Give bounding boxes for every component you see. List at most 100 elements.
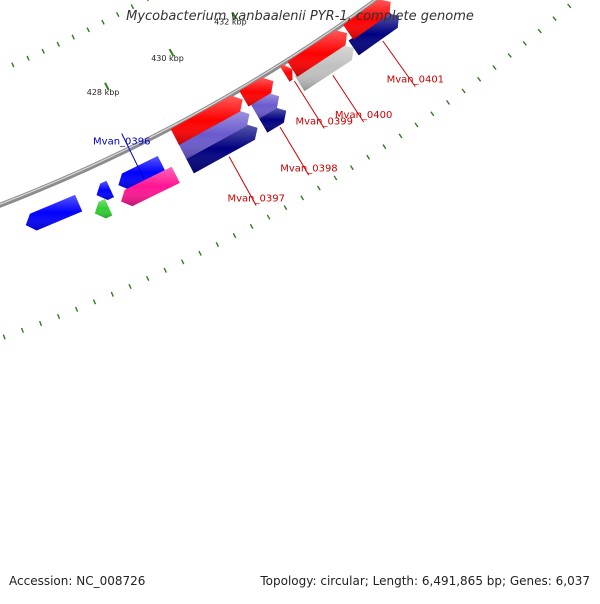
gene-feature[interactable] xyxy=(279,64,293,82)
scale-tick xyxy=(168,48,175,57)
gene-label: Mvan_0400 xyxy=(335,110,392,121)
gene-feature[interactable] xyxy=(287,30,348,77)
ring-tick xyxy=(163,267,167,273)
gene-shading xyxy=(294,45,354,92)
ring-tick xyxy=(414,122,419,128)
ring-tick xyxy=(110,291,114,297)
ring-tick xyxy=(552,16,557,21)
ring-tick xyxy=(398,133,403,139)
scale-label: 428 kbp xyxy=(87,88,120,97)
ring-tick xyxy=(300,195,305,201)
gene-callout[interactable]: Mvan_0397 xyxy=(227,156,285,206)
ring-tick xyxy=(430,111,435,117)
ring-tick xyxy=(283,205,288,211)
gene-feature[interactable] xyxy=(96,180,114,200)
gene-callout[interactable]: Mvan_0401 xyxy=(382,40,444,87)
scale-tick xyxy=(231,11,238,20)
ring-tick xyxy=(92,299,97,305)
gene-label: Mvan_0401 xyxy=(387,75,444,86)
ring-tick xyxy=(115,11,120,18)
ring-tick xyxy=(198,250,202,256)
gene-callout[interactable]: Mvan_0400 xyxy=(332,74,393,123)
gene-shading xyxy=(118,155,166,190)
map-title: Mycobacterium vanbaalenii PYR-1, complet… xyxy=(126,9,474,24)
callout-line xyxy=(121,133,145,179)
ring-tick xyxy=(41,48,45,54)
scale-label: 430 kbp xyxy=(151,54,184,63)
ring-tick xyxy=(477,76,482,82)
genome-summary: Topology: circular; Length: 6,491,865 bp… xyxy=(260,574,590,588)
gene-label: Mvan_0398 xyxy=(280,163,337,174)
scale-tick xyxy=(104,82,110,91)
ring-tick xyxy=(446,100,451,105)
gene-label-callouts: Mvan_0396Mvan_0397Mvan_0398Mvan_0399Mvan… xyxy=(93,40,444,206)
ring-tick xyxy=(20,327,24,333)
ring-tick xyxy=(266,214,271,220)
gene-feature[interactable] xyxy=(25,194,83,231)
gene-callout[interactable]: Mvan_0398 xyxy=(279,127,338,176)
gene-shading xyxy=(279,64,293,82)
sequence-backbone xyxy=(0,0,381,208)
ring-tick xyxy=(145,275,150,282)
ring-tick xyxy=(215,241,220,248)
gene-shading xyxy=(94,199,113,219)
gene-shading xyxy=(239,77,274,107)
ring-tick xyxy=(492,65,497,70)
ring-tick xyxy=(75,306,79,312)
tick-rings xyxy=(2,0,572,340)
ring-tick xyxy=(56,41,60,47)
ring-tick xyxy=(567,3,572,9)
gene-feature[interactable] xyxy=(348,13,399,56)
gene-feature[interactable] xyxy=(121,166,180,207)
callout-line xyxy=(382,40,416,87)
ring-tick xyxy=(101,19,105,25)
callout-line xyxy=(228,156,257,206)
backbone-line xyxy=(0,0,381,208)
ring-tick xyxy=(39,320,43,327)
gene-feature[interactable] xyxy=(343,0,391,40)
gene-feature[interactable] xyxy=(185,124,258,174)
ring-tick xyxy=(57,313,61,320)
gene-shading xyxy=(287,30,348,77)
gene-feature[interactable] xyxy=(178,110,250,160)
ring-tick xyxy=(249,223,254,229)
ring-tick xyxy=(349,165,354,171)
ring-tick xyxy=(461,88,466,94)
gene-callout[interactable]: Mvan_0399 xyxy=(293,80,353,129)
gene-shading xyxy=(96,180,114,200)
gene-label: Mvan_0399 xyxy=(295,116,352,127)
gene-shading xyxy=(121,166,180,207)
ring-tick xyxy=(11,62,15,68)
gene-callout[interactable]: Mvan_0396 xyxy=(93,133,151,179)
scale-label: 432 kbp xyxy=(214,17,247,26)
gene-shading xyxy=(348,13,399,56)
callout-line xyxy=(279,127,310,176)
gene-label: Mvan_0396 xyxy=(93,137,150,148)
gene-shading xyxy=(170,95,243,145)
callout-line xyxy=(332,74,365,123)
ring-tick xyxy=(86,27,90,33)
ring-tick xyxy=(232,233,237,239)
ring-tick xyxy=(522,41,527,46)
ring-tick xyxy=(71,34,75,40)
ring-tick xyxy=(366,154,371,160)
gene-shading xyxy=(185,124,258,174)
gene-feature[interactable] xyxy=(170,95,243,145)
callout-line xyxy=(293,80,325,129)
ring-tick xyxy=(333,175,338,181)
ring-tick xyxy=(26,55,30,61)
accession-label: Accession: NC_008726 xyxy=(9,574,146,588)
gene-feature[interactable] xyxy=(94,199,113,219)
gene-feature[interactable] xyxy=(294,45,354,92)
ring-tick xyxy=(130,4,135,10)
ring-tick xyxy=(537,28,542,34)
backbone-highlight xyxy=(0,0,377,205)
gene-feature[interactable] xyxy=(239,77,274,107)
ring-tick xyxy=(316,185,321,191)
gene-shading xyxy=(178,110,250,160)
ring-tick xyxy=(507,53,512,58)
gene-feature[interactable] xyxy=(118,155,166,190)
